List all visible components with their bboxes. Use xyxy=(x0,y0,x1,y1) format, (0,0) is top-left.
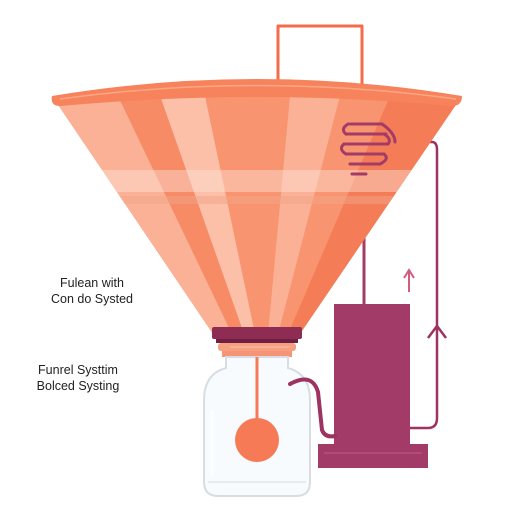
flow-arrow-icon xyxy=(427,323,447,339)
connector-wire xyxy=(395,140,439,430)
caption-bottom-line2: Bolced Systing xyxy=(36,379,120,393)
caption-top: Fulean with Con do Systed xyxy=(44,275,140,307)
machine xyxy=(318,150,428,468)
arrow-up-icon xyxy=(403,268,415,292)
caption-top-line2: Con do Systed xyxy=(51,292,133,306)
funnel-rim xyxy=(51,79,463,106)
caption-bottom-line1: Funrel Systtim xyxy=(38,363,118,377)
funnel-handle xyxy=(276,24,364,90)
coil-icon xyxy=(339,122,397,176)
caption-top-line1: Fulean with xyxy=(60,276,124,290)
pendulum-bob xyxy=(235,418,279,462)
funnel-collar xyxy=(212,327,302,343)
funnel-spout xyxy=(218,343,296,357)
jar-pipe xyxy=(288,377,337,439)
caption-bottom: Funrel Systtim Bolced Systing xyxy=(30,362,126,394)
